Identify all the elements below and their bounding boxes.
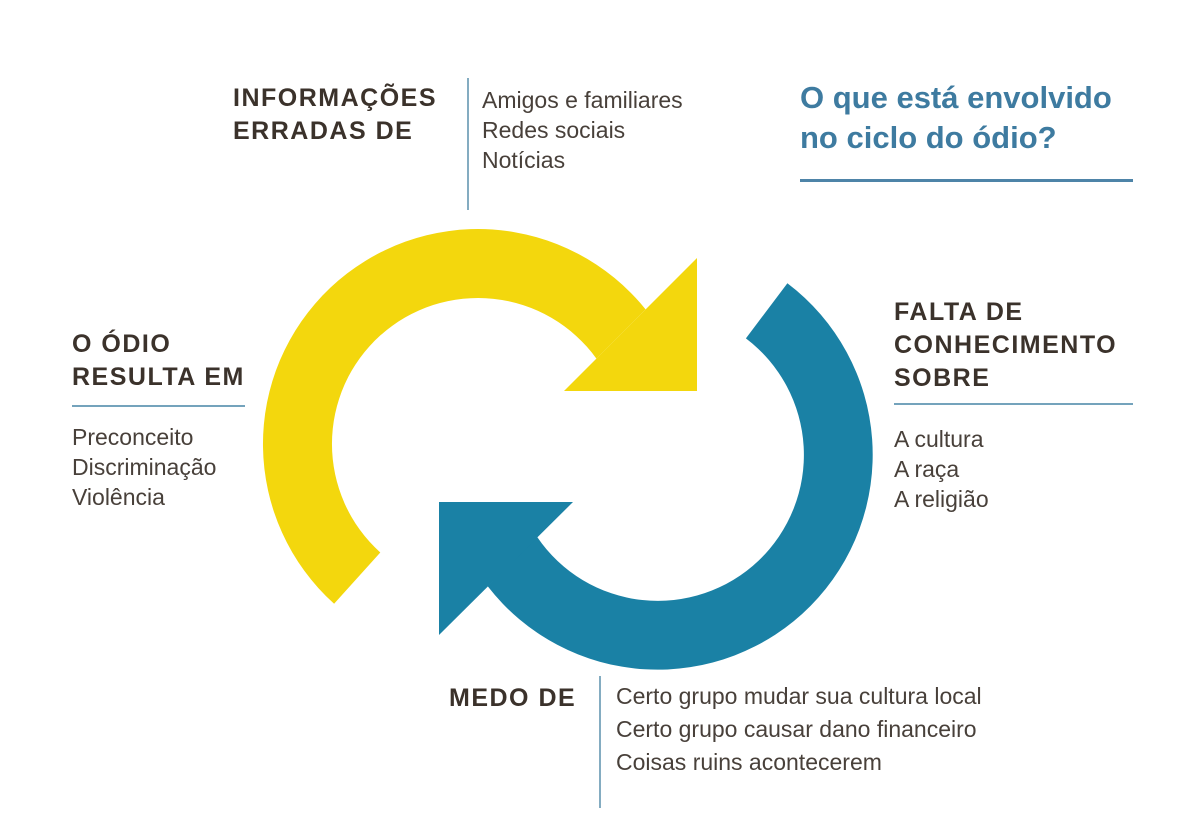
misinformation-item: Amigos e familiares (482, 87, 683, 113)
hate-results-items: Preconceito Discriminação Violência (72, 422, 216, 512)
fear-item: Certo grupo mudar sua cultura local (616, 683, 982, 709)
hate-results-item: Preconceito (72, 424, 194, 450)
blue-arrow-arc (487, 283, 873, 670)
lack-of-knowledge-divider-line (894, 403, 1133, 405)
lack-of-knowledge-item: A religião (894, 486, 989, 512)
misinformation-divider-line (467, 78, 469, 210)
hate-results-heading: O ÓDIO RESULTA EM (72, 330, 245, 391)
misinformation-items: Amigos e familiares Redes sociais Notíci… (482, 85, 683, 175)
lack-of-knowledge-item: A raça (894, 456, 960, 482)
misinformation-item: Redes sociais (482, 117, 626, 143)
fear-item: Coisas ruins acontecerem (616, 749, 882, 775)
fear-item: Certo grupo causar dano financeiro (616, 716, 977, 742)
blue-cycle-arrow (439, 283, 873, 670)
yellow-cycle-arrow (262, 229, 697, 604)
fear-divider-line (599, 676, 601, 808)
fear-heading: MEDO DE (449, 684, 577, 712)
hate-results-item: Violência (72, 484, 165, 510)
lack-of-knowledge-items: A cultura A raça A religião (894, 424, 989, 514)
blue-arrowhead (439, 502, 573, 635)
lack-of-knowledge-item: A cultura (894, 426, 984, 452)
misinformation-item: Notícias (482, 147, 566, 173)
hate-results-item: Discriminação (72, 454, 217, 480)
hate-results-divider-line (72, 405, 245, 407)
misinformation-heading: INFORMAÇÕES ERRADAS DE (233, 84, 437, 145)
title-underline (800, 179, 1133, 182)
yellow-arrow-arc (262, 229, 646, 604)
yellow-arrowhead (564, 258, 697, 391)
page-title: O que está envolvido no ciclo do ódio? (800, 80, 1112, 155)
lack-of-knowledge-heading: FALTA DE CONHECIMENTO SOBRE (894, 298, 1118, 392)
fear-items: Certo grupo mudar sua cultura local Cert… (616, 680, 982, 779)
